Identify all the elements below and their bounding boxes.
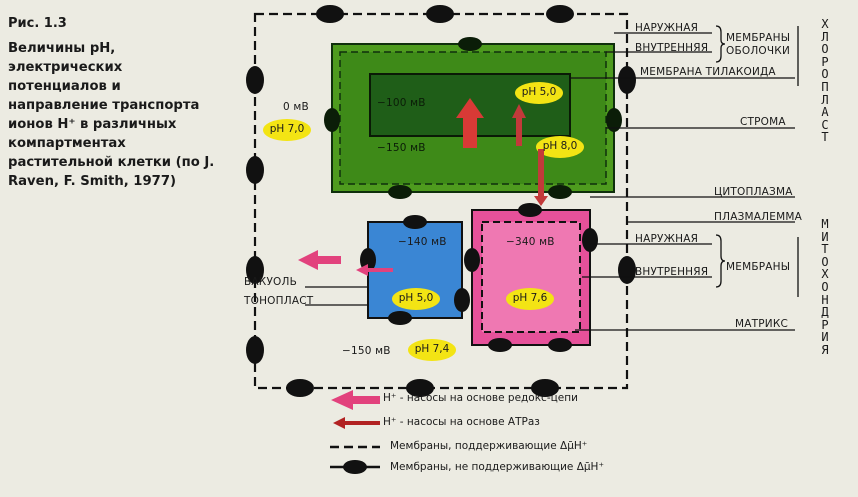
vertical-letter: Х: [821, 267, 829, 282]
vertical-letter: Л: [821, 92, 829, 107]
atpase-pump-arrows: [356, 104, 548, 276]
legend-atpase-text: H⁺ - насосы на основе АТРаз: [383, 416, 540, 428]
legend-redox-text: H⁺ - насосы на основе редокс-цепи: [383, 392, 578, 404]
vertical-letter: О: [821, 67, 829, 82]
cell-ph: pH 7,0: [269, 123, 305, 135]
mitochondrion: [464, 203, 598, 352]
vertical-letter: И: [821, 330, 829, 345]
vertical-letter: Х: [821, 17, 829, 31]
label-tonoplast: ТОНОПЛАСТ: [244, 295, 314, 307]
figure-number: Рис. 1.3: [8, 16, 67, 31]
cytoplasm-potential: −150 мВ: [342, 345, 391, 357]
label-matrix: МАТРИКС: [735, 318, 789, 330]
vertical-letter: С: [821, 117, 829, 132]
label-envelope-membranes: МЕМБРАНЫ ОБОЛОЧКИ: [726, 32, 791, 57]
vertical-letter: П: [821, 79, 829, 94]
vertical-letter: Л: [821, 29, 829, 44]
stroma-ph: pH 8,0: [542, 140, 578, 152]
plasmalemma-membrane: [246, 5, 636, 397]
vertical-letter: И: [821, 229, 829, 244]
pointer-lines: [305, 32, 795, 331]
vertical-letter: Т: [821, 130, 829, 145]
label-cytoplasm: ЦИТОПЛАЗМА: [714, 186, 793, 198]
vertical-letter: Р: [821, 317, 829, 332]
label-plasmalemma: ПЛАЗМАЛЕММА: [714, 211, 802, 223]
vertical-letter: Т: [821, 242, 829, 257]
stroma-potential: −150 мВ: [377, 142, 426, 154]
vertical-letter: М: [821, 217, 829, 231]
vertical-letter: О: [821, 42, 829, 57]
legend-icons: [330, 390, 380, 474]
vertical-letter: Н: [821, 292, 829, 307]
caption-text: Величины pH, электрических потенциалов и…: [8, 41, 215, 189]
label-outer-envelope: НАРУЖНАЯ: [635, 22, 699, 34]
bumped-membrane-icon: [330, 460, 380, 474]
figure-caption: Рис. 1.3 Величины pH, электрических поте…: [8, 14, 218, 191]
label-stroma: СТРОМА: [740, 116, 786, 128]
mitochondrion-ph: pH 7,6: [512, 292, 548, 304]
thick-arrow-icon: [331, 390, 380, 410]
redox-pump-arrows: [298, 98, 484, 270]
thin-arrow-icon: [333, 417, 380, 429]
vertical-letter: А: [821, 105, 829, 120]
label-inner-envelope: ВНУТРЕННЯЯ: [635, 42, 709, 54]
thylakoid-ph: pH 5,0: [521, 86, 557, 98]
ph-ellipses: [263, 82, 584, 361]
legend-not-supporting-text: Мембраны, не поддерживающие Δμ̄H⁺: [390, 461, 604, 473]
label-mito-membranes: МЕМБРАНЫ: [726, 261, 791, 273]
vacuole-potential: −140 мВ: [398, 236, 447, 248]
label-inner-mito: ВНУТРЕННЯЯ: [635, 266, 709, 278]
vertical-letter: Я: [821, 342, 829, 357]
cytoplasm-ph: pH 7,4: [414, 343, 450, 355]
label-thylakoid-membrane: МЕМБРАНА ТИЛАКОИДА: [640, 66, 776, 78]
vertical-letter: Р: [821, 54, 829, 69]
legend-supporting-text: Мембраны, поддерживающие Δμ̄H⁺: [390, 440, 588, 452]
vertical-letter: Д: [821, 305, 829, 320]
label-vacuole: ВАКУОЛЬ: [244, 276, 298, 288]
vertical-letter: О: [821, 279, 829, 294]
vacuole-ph: pH 5,0: [398, 292, 434, 304]
braces: [715, 25, 799, 297]
thylakoid-potential: −100 мВ: [377, 97, 426, 109]
label-outer-mito: НАРУЖНАЯ: [635, 233, 699, 245]
mitochondrion-potential: −340 мВ: [506, 236, 555, 248]
cell-potential: 0 мВ: [283, 101, 309, 113]
vertical-letter: О: [821, 254, 829, 269]
